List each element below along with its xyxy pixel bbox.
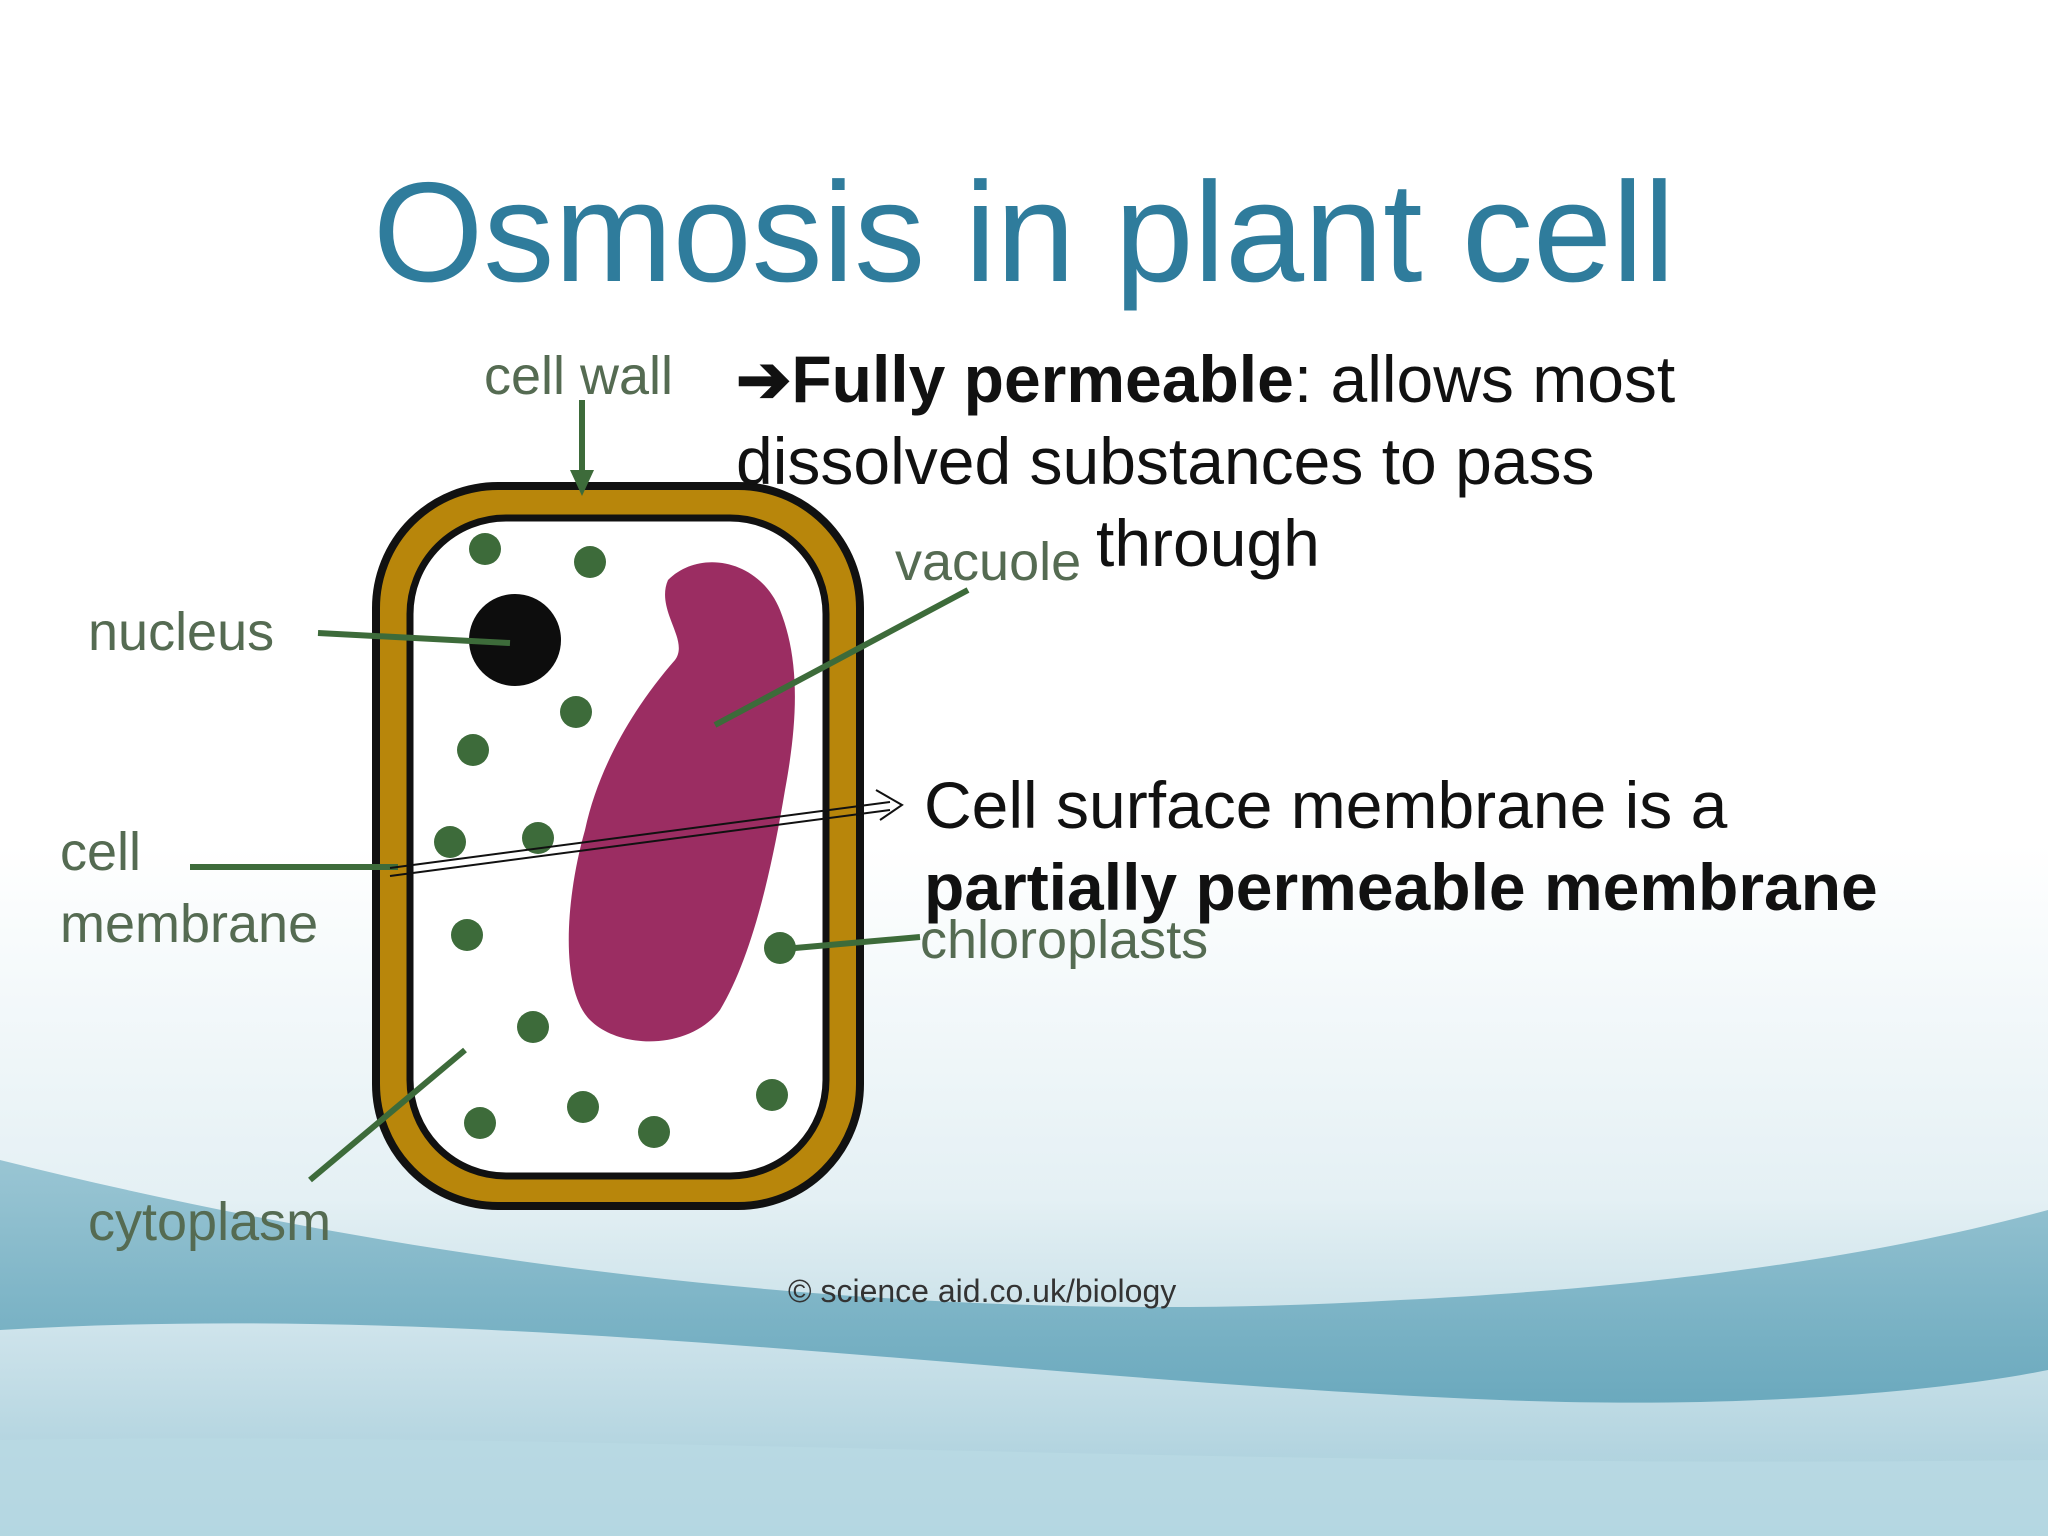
chloroplast-dot bbox=[517, 1011, 549, 1043]
nucleus-pointer bbox=[317, 630, 511, 646]
label-cell-membrane-line1: cell bbox=[60, 822, 141, 882]
fully-permeable-rest: : allows most bbox=[1293, 342, 1676, 416]
image-credit: © science aid.co.uk/biology bbox=[788, 1273, 1176, 1309]
chloroplast-dot bbox=[638, 1116, 670, 1148]
partially-permeable-term: partially permeable membrane bbox=[924, 850, 1878, 924]
chloroplast-dot bbox=[560, 696, 592, 728]
label-nucleus: nucleus bbox=[88, 602, 274, 662]
partially-permeable-line1: Cell surface membrane is a bbox=[924, 768, 1728, 842]
vacuole-pointer bbox=[713, 587, 970, 728]
fully-permeable-note: ➔Fully permeable: allows most dissolved … bbox=[736, 338, 1776, 584]
chloroplast-dot bbox=[567, 1091, 599, 1123]
chloroplast-dot bbox=[764, 932, 796, 964]
fully-permeable-line2: dissolved substances to pass bbox=[736, 424, 1595, 498]
membrane-arrow bbox=[389, 789, 904, 877]
chloroplast-dot bbox=[464, 1107, 496, 1139]
chloroplast-dot bbox=[574, 546, 606, 578]
chloroplast-dot bbox=[469, 533, 501, 565]
chloroplast-dot bbox=[451, 919, 483, 951]
membrane-arrow-line-b bbox=[389, 809, 891, 877]
arrow-right-icon: ➔ bbox=[736, 342, 792, 416]
label-cell-wall: cell wall bbox=[484, 346, 673, 406]
chloroplasts-group bbox=[434, 533, 796, 1148]
label-cytoplasm: cytoplasm bbox=[88, 1192, 331, 1252]
cytoplasm-pointer bbox=[308, 1047, 467, 1183]
chloroplast-dot bbox=[522, 822, 554, 854]
background-wave-bottom bbox=[0, 1438, 2048, 1536]
chloroplast-dot bbox=[756, 1079, 788, 1111]
label-vacuole: vacuole bbox=[895, 532, 1081, 592]
vacuole-shape bbox=[568, 562, 795, 1042]
page-title: Osmosis in plant cell bbox=[372, 153, 1676, 312]
membrane-arrowhead bbox=[875, 789, 904, 821]
chloroplasts-pointer bbox=[794, 934, 921, 951]
nucleus-shape bbox=[469, 594, 561, 686]
cell-wall-arrowhead bbox=[570, 470, 594, 496]
fully-permeable-line1: ➔Fully permeable: allows most bbox=[736, 338, 1776, 420]
chloroplast-dot bbox=[434, 826, 466, 858]
chloroplast-dot bbox=[457, 734, 489, 766]
label-chloroplasts: chloroplasts bbox=[920, 910, 1208, 970]
label-lines bbox=[190, 400, 970, 1183]
membrane-arrow-line-a bbox=[389, 801, 891, 869]
fully-permeable-term: Fully permeable bbox=[791, 342, 1294, 416]
partially-permeable-note: Cell surface membrane is a partially per… bbox=[924, 764, 2024, 928]
label-cell-membrane-line2: membrane bbox=[60, 894, 318, 954]
fully-permeable-line3: through bbox=[1096, 506, 1320, 580]
